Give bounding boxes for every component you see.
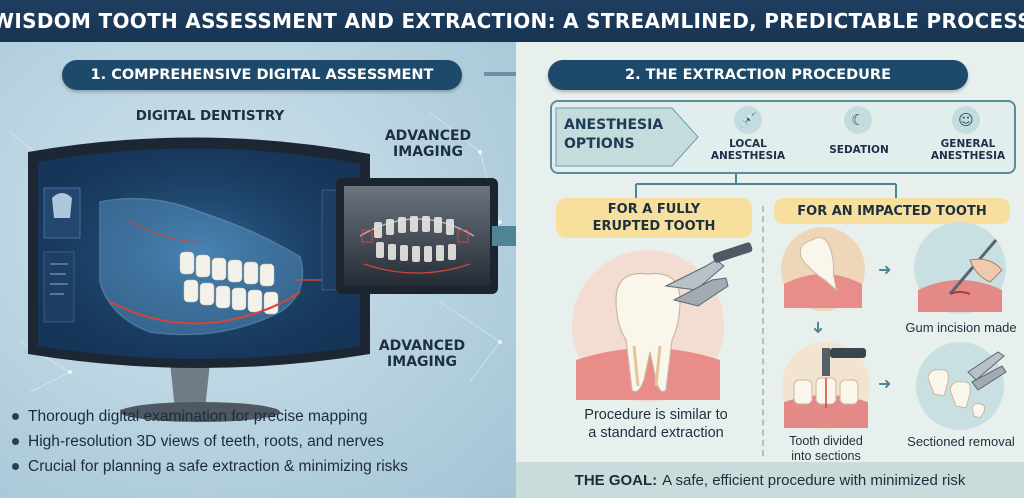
monitor-illustration: [28, 137, 370, 422]
anesthesia-title-line1: ANESTHESIA: [564, 117, 664, 133]
erupted-caption: Procedure is similar to a standard extra…: [556, 406, 756, 442]
bullet-text: Crucial for planning a safe extraction &…: [28, 457, 408, 475]
bullet-item: Crucial for planning a safe extraction &…: [12, 454, 512, 479]
option-sedation: SEDATION: [814, 144, 904, 156]
syringe-icon: 💉: [734, 106, 762, 134]
erupted-label-line1: FOR A FULLY: [607, 202, 701, 217]
sectioning-illustration: [782, 342, 870, 430]
imaging-label-top: ADVANCED IMAGING: [380, 128, 476, 160]
sectioning-caption-line2: into sections: [791, 449, 861, 463]
erupted-label-line2: ERUPTED TOOTH: [592, 219, 716, 234]
option-general-line2: ANESTHESIA: [930, 150, 1006, 162]
goal-text: A safe, efficient procedure with minimiz…: [662, 471, 966, 489]
step-arrow-down-icon: ➜: [809, 320, 829, 335]
assessment-bullets: Thorough digital examination for precise…: [12, 404, 512, 479]
incision-illustration: [914, 222, 1006, 314]
option-local-line2: ANESTHESIA: [710, 150, 786, 162]
bullet-dot: [12, 438, 19, 445]
imaging-label-bottom-line1: ADVANCED: [378, 338, 466, 354]
imaging-label-top-line2: IMAGING: [393, 144, 463, 160]
anesthesia-title-line2: OPTIONS: [564, 136, 635, 152]
xray-tablet: [336, 178, 498, 294]
title-banner: WISDOM TOOTH ASSESSMENT AND EXTRACTION: …: [0, 0, 1024, 42]
incision-caption: Gum incision made: [905, 320, 1017, 335]
erupted-tooth-label: FOR A FULLY ERUPTED TOOTH: [556, 198, 752, 238]
bullet-item: High-resolution 3D views of teeth, roots…: [12, 429, 512, 454]
digital-dentistry-label: DIGITAL DENTISTRY: [135, 108, 285, 124]
step-arrow-right-icon: ➜: [878, 260, 892, 279]
bullet-item: Thorough digital examination for precise…: [12, 404, 512, 429]
assessment-panel: 1. COMPREHENSIVE DIGITAL ASSESSMENT: [0, 42, 516, 498]
anesthesia-title-tag: [555, 107, 699, 167]
option-local-line1: LOCAL: [729, 138, 767, 150]
impacted-tooth-label: FOR AN IMPACTED TOOTH: [774, 198, 1010, 224]
imaging-label-bottom: ADVANCED IMAGING: [374, 338, 470, 370]
imaging-label-bottom-line2: IMAGING: [387, 354, 457, 370]
goal-bar: THE GOAL: A safe, efficient procedure wi…: [516, 462, 1024, 498]
goal-label: THE GOAL:: [574, 471, 658, 489]
sleep-icon: ☾: [844, 106, 872, 134]
imaging-label-top-line1: ADVANCED: [384, 128, 472, 144]
anesthesia-title: ANESTHESIA OPTIONS: [564, 116, 664, 160]
sectioning-caption: Tooth divided into sections: [770, 434, 882, 464]
bullet-text: High-resolution 3D views of teeth, roots…: [28, 432, 384, 450]
bullet-dot: [12, 413, 19, 420]
erupted-caption-line2: a standard extraction: [588, 425, 724, 441]
sectioning-caption-line1: Tooth divided: [789, 434, 863, 448]
bullet-text: Thorough digital examination for precise…: [28, 407, 368, 425]
impacted-tooth-illustration: [781, 227, 865, 311]
assessment-heading: 1. COMPREHENSIVE DIGITAL ASSESSMENT: [62, 60, 462, 90]
erupted-caption-line1: Procedure is similar to: [584, 407, 728, 423]
patient-icon: ☺: [952, 106, 980, 134]
page-title: WISDOM TOOTH ASSESSMENT AND EXTRACTION: …: [0, 9, 1024, 33]
erupted-tooth-illustration: [572, 242, 753, 402]
bullet-dot: [12, 463, 19, 470]
step-arrow-right-icon: ➜: [878, 374, 892, 393]
procedure-heading: 2. THE EXTRACTION PROCEDURE: [548, 60, 968, 90]
removal-caption: Sectioned removal: [907, 434, 1015, 449]
procedure-panel: 2. THE EXTRACTION PROCEDURE ANESTHESIA O…: [516, 42, 1024, 498]
column-divider: [762, 206, 764, 456]
option-general-line1: GENERAL: [940, 138, 996, 150]
option-general: GENERAL ANESTHESIA: [922, 138, 1014, 162]
option-local: LOCAL ANESTHESIA: [702, 138, 794, 162]
option-sedation-line1: SEDATION: [829, 144, 889, 156]
anesthesia-options-box: ANESTHESIA OPTIONS 💉 LOCAL ANESTHESIA ☾ …: [550, 100, 1016, 174]
sectioned-removal-illustration: [916, 342, 1007, 430]
